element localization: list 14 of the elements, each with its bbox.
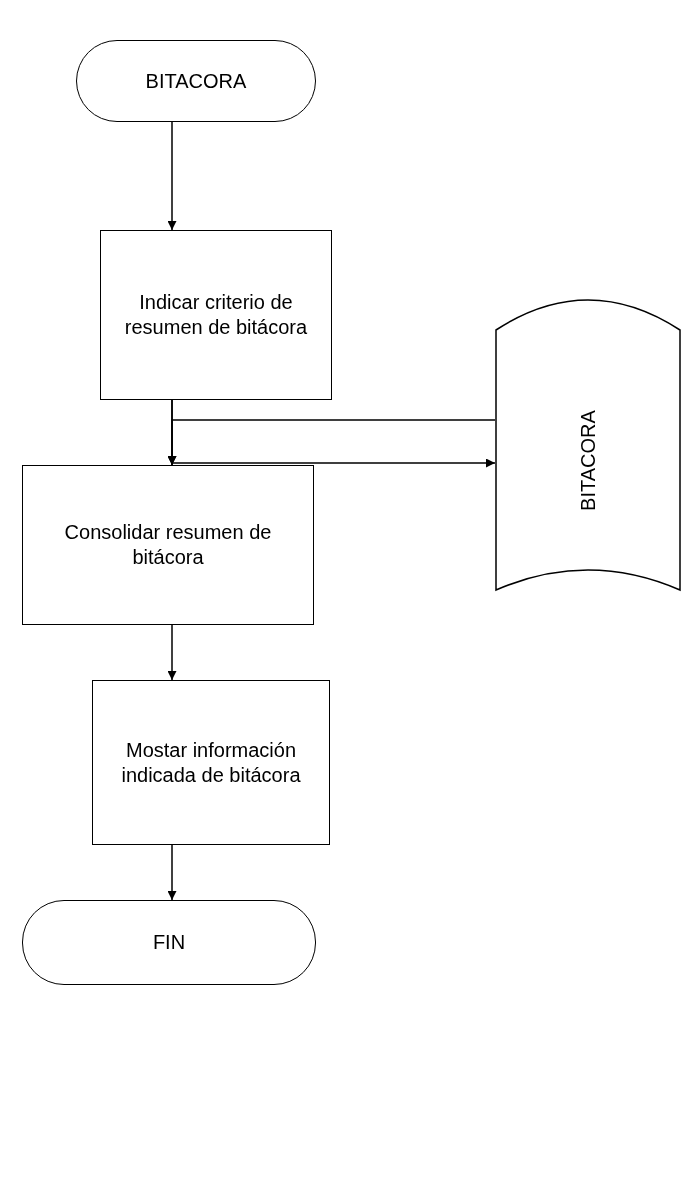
process-box bbox=[22, 465, 314, 625]
arrow bbox=[167, 419, 496, 466]
process-box bbox=[92, 680, 330, 845]
arrow bbox=[171, 399, 496, 468]
node-label: BITACORA bbox=[575, 408, 600, 513]
arrow bbox=[167, 624, 177, 681]
node-label: Indicar criterio de resumen de bitácora bbox=[123, 290, 309, 340]
arrow bbox=[167, 121, 177, 231]
node-label: Consolidar resumen de bitácora bbox=[63, 520, 273, 570]
node-label: BITACORA bbox=[144, 68, 248, 94]
node-label: Mostar información indicada de bitácora bbox=[120, 737, 302, 788]
node-label: FIN bbox=[151, 930, 187, 955]
process-box bbox=[100, 230, 332, 400]
arrow bbox=[167, 844, 177, 901]
